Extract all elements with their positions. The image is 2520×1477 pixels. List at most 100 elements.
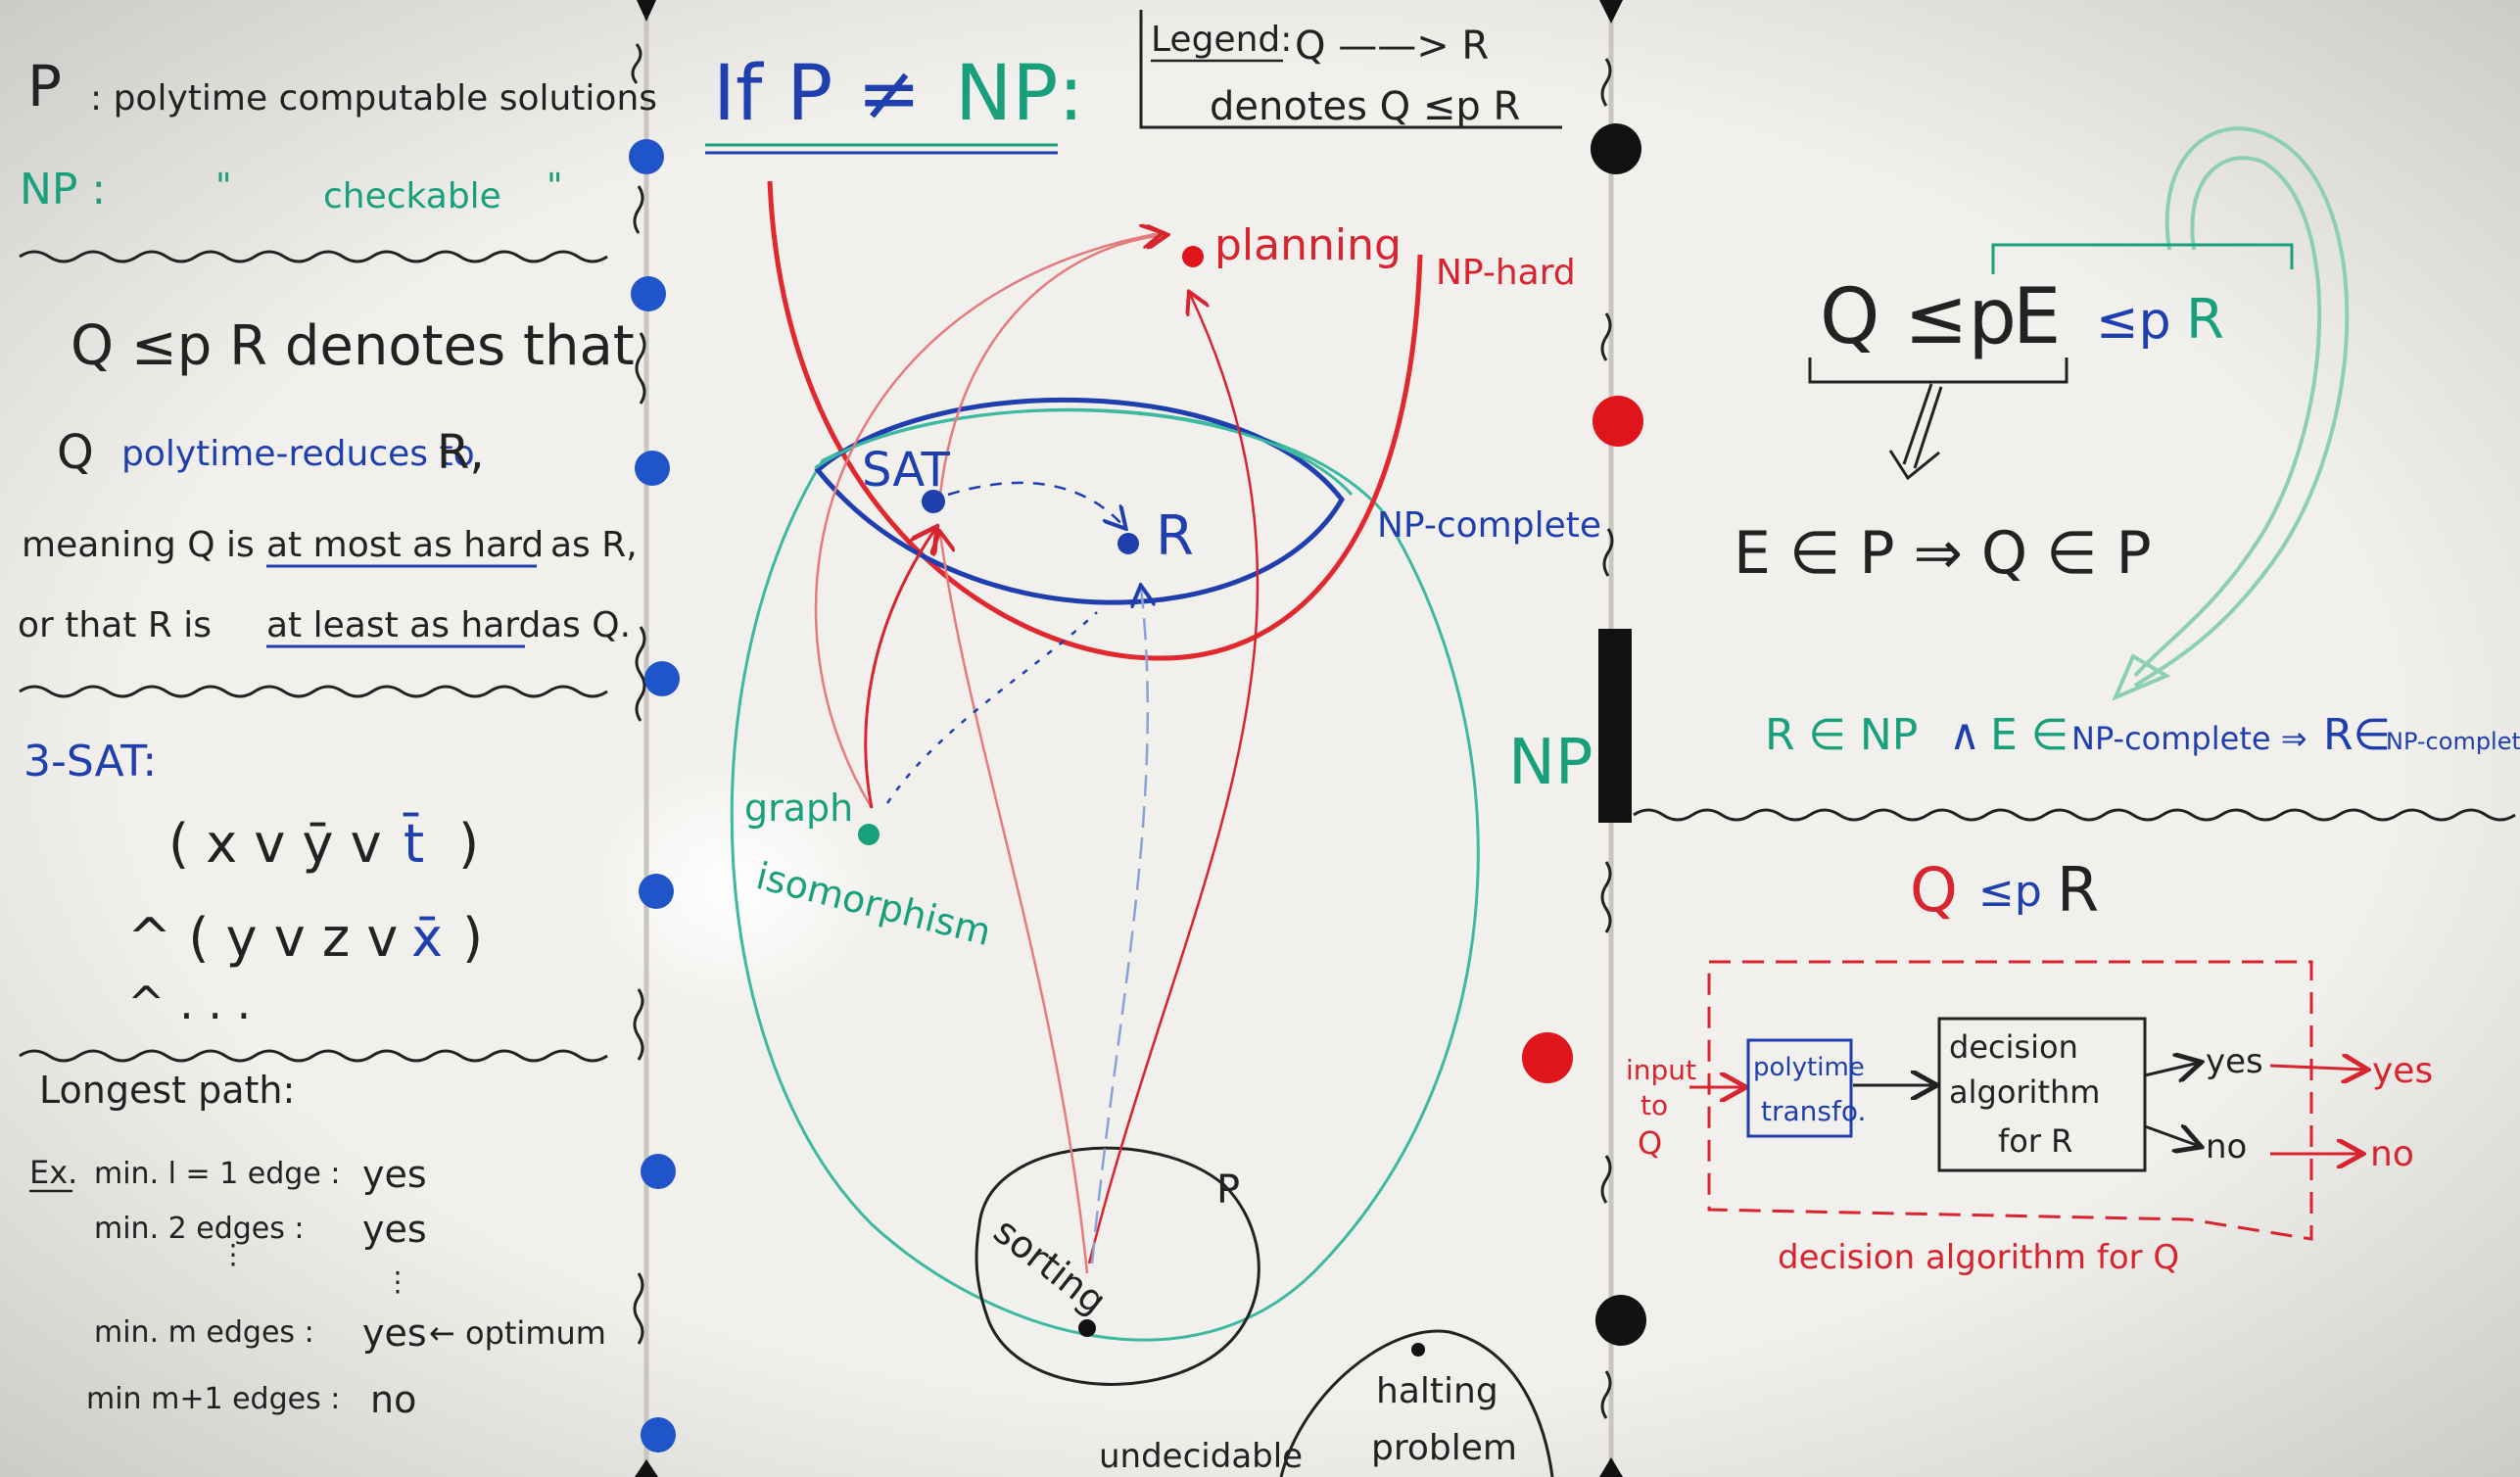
- reduction-q: Q: [57, 425, 94, 480]
- p-symbol: P: [27, 53, 62, 119]
- np-complete-region: [814, 397, 1345, 605]
- bottom-title-q: Q: [1910, 854, 1958, 926]
- magnet: [1591, 123, 1641, 174]
- clause-2: ^ ( y v z v: [127, 907, 398, 969]
- decision-q-box: [1707, 960, 2313, 1241]
- p-definition: : polytime computable solutions: [90, 78, 657, 119]
- halting-region: [1279, 1329, 1554, 1477]
- meaning-at-most: at most as hard: [266, 525, 544, 565]
- top-formula-q: Q ≤p: [1820, 273, 2017, 361]
- meaning-prefix: meaning Q is: [22, 525, 255, 565]
- np-ditto-left: ": [215, 167, 232, 207]
- no-output-label: no: [2370, 1134, 2414, 1174]
- p-label: P: [1216, 1167, 1240, 1213]
- decision-label-3: for R: [1998, 1122, 2072, 1160]
- arrow-graph-iso-to-sat: [864, 529, 935, 809]
- r-label: R: [1156, 504, 1194, 568]
- legend-label: Legend:: [1151, 20, 1292, 60]
- longest-row-4-condition: min m+1 edges :: [86, 1382, 340, 1416]
- np-complete-label: NP-complete: [1377, 505, 1601, 546]
- transform-label-2: transfo.: [1761, 1095, 1866, 1127]
- optimum-label: ← optimum: [429, 1314, 606, 1352]
- clause-1-close: ): [458, 813, 479, 875]
- input-label-1: input: [1626, 1054, 1696, 1086]
- np-line-np-complete-2: NP-complete: [2386, 728, 2520, 755]
- p-region: [975, 1146, 1260, 1386]
- clause-2-close: ): [462, 907, 483, 969]
- ellipsis: ⋮: [384, 1265, 411, 1298]
- reduction-r: R,: [437, 425, 485, 480]
- magnet: [641, 1417, 676, 1453]
- yes-output-label: yes: [2372, 1051, 2433, 1091]
- bottom-title-r: R: [2057, 854, 2099, 926]
- bracket-e-r: [1991, 243, 2294, 274]
- magnet: [1595, 1295, 1646, 1346]
- longest-row-4-answer: no: [370, 1378, 416, 1421]
- arrow-sorting-to-sat: [940, 534, 1089, 1274]
- arrow-sorting-to-r-dashed: [1090, 588, 1148, 1264]
- heading-np: NP:: [955, 50, 1084, 138]
- sat-node: [922, 490, 945, 513]
- divider-squiggle-right: [1600, 58, 1614, 1419]
- or-that-suffix: as Q.: [541, 605, 631, 645]
- tray-triangle-bottom-left: [635, 1459, 658, 1477]
- arrow-sat-to-planning: [938, 235, 1165, 496]
- undecidable-label: undecidable: [1099, 1437, 1303, 1476]
- halting-node: [1411, 1343, 1425, 1357]
- decision-r-box: [1937, 1017, 2147, 1172]
- curved-arrow-inner: [2133, 156, 2322, 678]
- clause-2-literal: x̄: [411, 907, 443, 969]
- section-divider: [19, 685, 608, 698]
- section-divider: [19, 250, 608, 263]
- input-label-3: Q: [1638, 1124, 1662, 1162]
- section-divider: [1633, 808, 2516, 822]
- or-that-at-least: at least as hard: [266, 605, 541, 645]
- magnet: [1593, 396, 1643, 447]
- np-label: NP: [1508, 727, 1593, 799]
- legend-line-1: Q ——> R: [1295, 24, 1489, 69]
- magnet: [641, 1154, 676, 1189]
- yes-arrow: [2144, 1063, 2199, 1075]
- longest-row-1-answer: yes: [362, 1153, 427, 1196]
- np-line-np-complete-1: NP-complete ⇒: [2071, 720, 2307, 757]
- implication: E ∈ P ⇒ Q ∈ P: [1734, 519, 2152, 588]
- halting-label-2: problem: [1371, 1428, 1517, 1468]
- graph-isomorphism-node: [858, 824, 880, 845]
- decision-label-2: algorithm: [1949, 1073, 2100, 1111]
- magnet: [635, 451, 670, 486]
- np-line-and: ∧: [1949, 710, 1980, 760]
- longest-row-2-answer: yes: [362, 1208, 427, 1251]
- heading-if-p-neq: If P ≠: [713, 50, 921, 138]
- clause-1-literal: t̄: [403, 813, 424, 875]
- longest-path-title: Longest path:: [39, 1069, 295, 1112]
- longest-row-3-condition: min. m edges :: [94, 1315, 314, 1350]
- halting-label-1: halting: [1376, 1371, 1498, 1411]
- decision-label-1: decision: [1949, 1028, 2078, 1066]
- input-label-2: to: [1640, 1089, 1668, 1121]
- three-sat-title: 3-SAT:: [24, 737, 157, 786]
- arrow-sat-to-r-dashed: [947, 481, 1124, 527]
- tray-triangle-bottom-right: [1599, 1457, 1623, 1477]
- curved-arrow-outer: [2133, 126, 2350, 688]
- r-node: [1117, 533, 1139, 554]
- magnet: [631, 276, 666, 311]
- tray-triangle-top-left: [637, 0, 656, 22]
- graph-iso-label-1: graph: [744, 786, 853, 830]
- reduction-polytime-reduces: polytime-reduces to: [121, 434, 475, 474]
- longest-row-1-condition: min. l = 1 edge :: [94, 1157, 340, 1191]
- magnet: [644, 661, 680, 696]
- magnet: [639, 874, 674, 909]
- decision-q-caption: decision algorithm for Q: [1778, 1238, 2179, 1277]
- top-formula-r: R: [2186, 288, 2224, 352]
- magnet: [629, 139, 664, 174]
- polytime-transform-box: [1746, 1038, 1853, 1138]
- ellipsis: ⋮: [219, 1238, 247, 1270]
- top-formula-e: E: [2013, 273, 2061, 361]
- no-label: no: [2206, 1127, 2247, 1167]
- curved-arrow-head: [2112, 653, 2171, 701]
- legend-line-2: denotes Q ≤p R: [1210, 84, 1520, 129]
- yes-label: yes: [2206, 1042, 2263, 1081]
- meaning-suffix: as R,: [550, 525, 638, 565]
- longest-row-2-condition: min. 2 edges :: [94, 1212, 305, 1246]
